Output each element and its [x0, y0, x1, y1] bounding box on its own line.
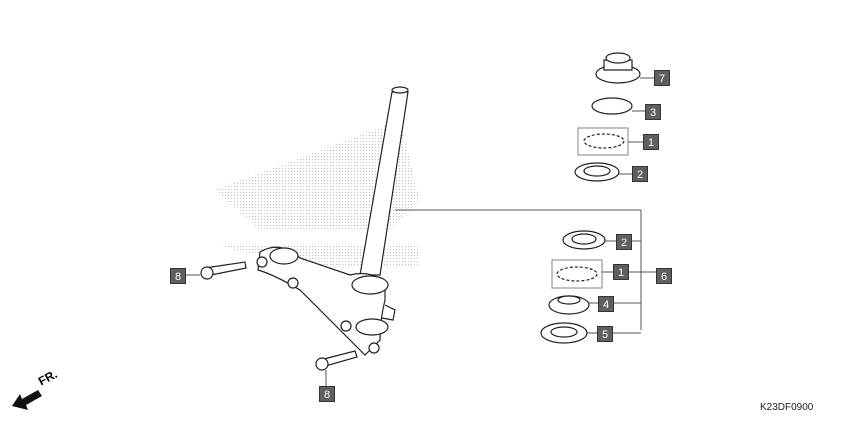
- lower-parts-illustration: [540, 230, 606, 344]
- steering-stem-illustration: [256, 86, 409, 356]
- upper-parts-illustration: [574, 52, 641, 182]
- callout-1-upper[interactable]: 1: [643, 134, 659, 150]
- callout-3[interactable]: 3: [645, 104, 661, 120]
- callout-1-lower[interactable]: 1: [613, 264, 629, 280]
- callout-4[interactable]: 4: [598, 296, 614, 312]
- drawing-code: K23DF0900: [760, 402, 814, 413]
- bolt-left-illustration: [200, 261, 247, 280]
- callout-8-left[interactable]: 8: [170, 268, 186, 284]
- callout-7[interactable]: 7: [654, 70, 670, 86]
- callout-2-lower[interactable]: 2: [616, 234, 632, 250]
- bolt-lower-illustration: [315, 350, 358, 371]
- arrow-front-left-icon: [12, 390, 42, 410]
- callout-6[interactable]: 6: [656, 268, 672, 284]
- leader-lines: [186, 77, 656, 386]
- callout-8-lower[interactable]: 8: [319, 386, 335, 402]
- callout-2-upper[interactable]: 2: [632, 166, 648, 182]
- callout-5[interactable]: 5: [597, 326, 613, 342]
